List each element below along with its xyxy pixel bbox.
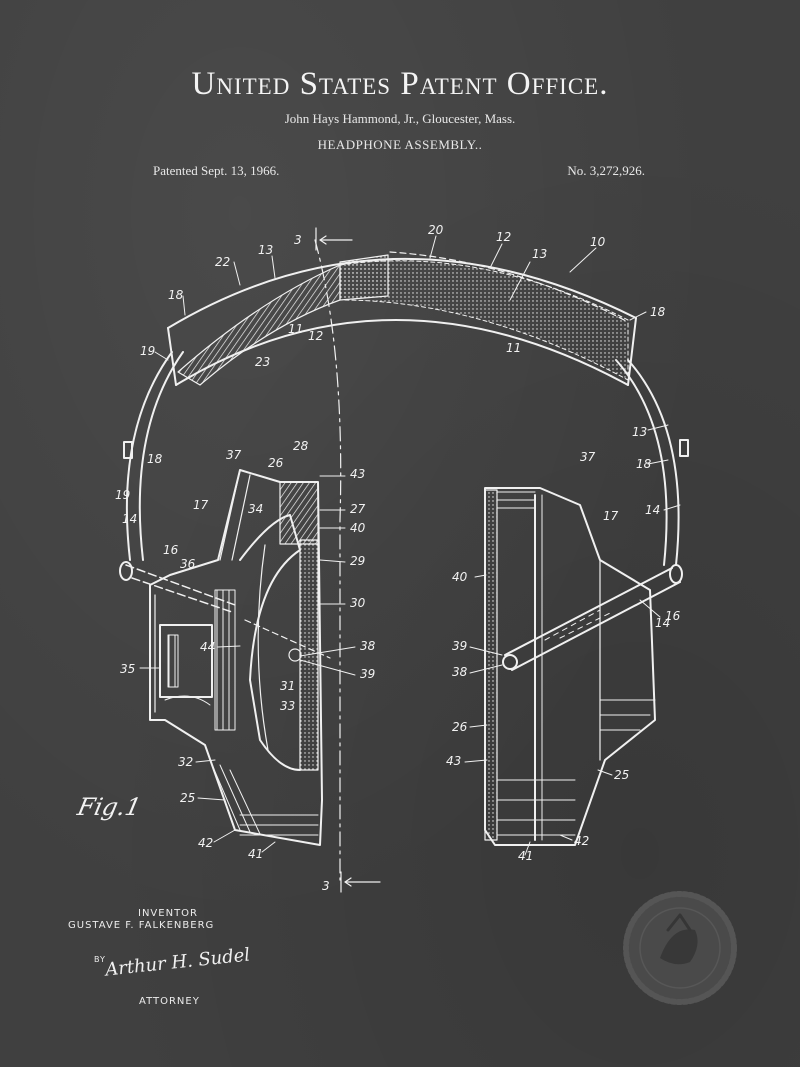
ref-number: 41 [248,847,263,861]
ref-number: 26 [268,456,284,470]
ref-number: 40 [350,521,366,535]
left-earcup [119,469,331,846]
ref-number: 25 [614,768,629,782]
ref-number: 35 [120,662,135,676]
ref-number: 37 [226,448,242,462]
ref-number: 39 [452,639,467,653]
ref-number: 31 [280,679,295,693]
leader-lines [139,235,681,856]
inventor-name: GUSTAVE F. FALKENBERG [68,920,215,931]
ref-number: 22 [215,255,230,269]
by-label: BY [94,955,106,964]
ref-number: 39 [360,667,375,681]
ref-number: 36 [180,557,196,571]
ref-number: 10 [590,235,606,249]
ref-number: 20 [428,223,444,237]
ref-number: 37 [580,450,596,464]
ref-number: 18 [650,305,666,319]
ref-number: 42 [198,836,213,850]
patent-number: No. 3,272,926. [567,163,645,178]
ref-number: 18 [147,452,163,466]
patent-seal-icon [623,891,737,1005]
ref-number: 43 [446,754,461,768]
ref-number: 18 [636,457,652,471]
ref-number: 42 [574,834,589,848]
ref-number: 14 [645,503,660,517]
ref-number: 16 [163,543,179,557]
ref-number: 34 [248,502,263,516]
ref-number: 18 [168,288,184,302]
section-marker-top: 3 [294,233,302,247]
ref-number: 38 [452,665,468,679]
ref-number: 29 [350,554,365,568]
ref-number: 19 [115,488,130,502]
ref-number: 12 [308,329,323,343]
ref-number: 12 [496,230,511,244]
reference-numbers: 3 3 20 12 13 10 22 13 18 18 11 12 19 23 … [115,223,681,893]
inventor-line: John Hays Hammond, Jr., Gloucester, Mass… [284,111,516,126]
invention-name: HEADPHONE ASSEMBLY.. [317,137,483,152]
patent-office-title: United States Patent Office. [191,66,609,102]
ref-number: 14 [122,512,137,526]
ref-number: 43 [350,467,365,481]
ref-number: 16 [665,609,681,623]
ref-number: 27 [350,502,366,516]
ref-number: 13 [632,425,647,439]
ref-number: 23 [255,355,270,369]
ref-number: 44 [200,640,215,654]
ref-number: 41 [518,849,533,863]
ref-number: 11 [288,322,303,336]
ref-number: 13 [532,247,547,261]
ref-number: 17 [603,509,619,523]
ref-number: 38 [360,639,376,653]
figure-label: Fig.1 [75,793,144,821]
ref-number: 40 [452,570,468,584]
ref-number: 28 [293,439,309,453]
ref-number: 30 [350,596,366,610]
ref-number: 33 [280,699,295,713]
inventor-label: INVENTOR [138,908,198,919]
ref-number: 14 [655,616,670,630]
attorney-label: ATTORNEY [139,996,200,1007]
ref-number: 13 [258,243,273,257]
ref-number: 19 [140,344,155,358]
ref-number: 25 [180,791,195,805]
ref-number: 11 [506,341,521,355]
patented-date: Patented Sept. 13, 1966. [153,163,280,178]
ref-number: 32 [178,755,193,769]
section-line [314,227,381,893]
section-marker-bottom: 3 [322,879,330,893]
ref-number: 17 [193,498,209,512]
ref-number: 26 [452,720,468,734]
headband [123,251,689,566]
right-earcup [484,487,683,846]
